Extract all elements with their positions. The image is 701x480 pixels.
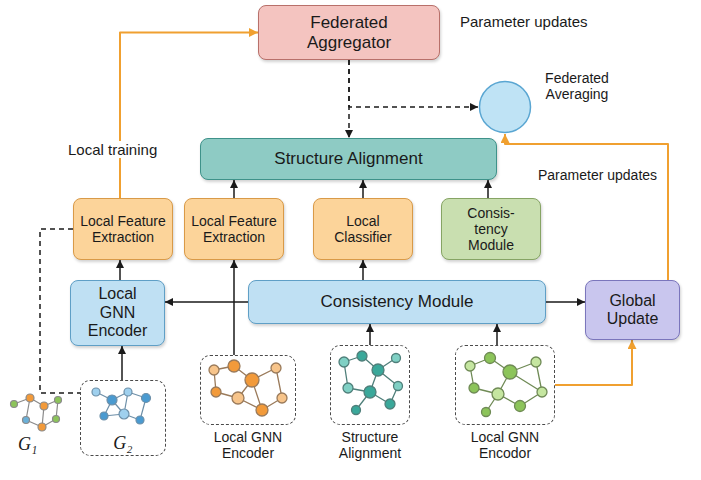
averaging-circle-shape [478,80,532,134]
graph-g1 [11,394,62,431]
graph-frame: Local GNN Encodor [450,345,560,461]
annotation-label: Local training [66,141,159,158]
node-text: Local Classifier [318,213,408,245]
node-text: Local Feature Extraction [78,213,168,245]
node-text: Global Update [598,292,667,329]
connector-arrow [233,260,235,355]
node-text: Federated Averaging [536,70,618,102]
graph-name: G₁ [18,434,37,455]
graph-orange [209,360,287,416]
node-text: Consis- tency Module [454,205,528,253]
connector-arrow [362,180,364,198]
update-box: Global Update [585,280,680,340]
node-text: Structure Alignment [274,149,422,169]
graph-frame: Structure Alignment [315,345,425,461]
consistency-band: Consistency Module [248,280,546,324]
graph-frame: Local GNN Encoder [190,355,306,461]
node-text: Federated Aggregator [299,13,399,52]
process-box: Local Classifier [313,198,413,260]
node-text: Local GNN Encodor [450,429,560,461]
connector-arrow [487,180,489,198]
connector-arrow [121,346,123,380]
circle-caption: Federated Averaging [536,70,618,102]
circle-outline [480,82,531,133]
frame-caption: Structure Alignment [315,429,425,461]
dashed-frame: G₂ [80,380,166,456]
process-box: Local Feature Extraction [184,198,284,260]
connector-arrow [233,180,235,198]
connector-arrow [119,260,121,280]
node-text: Local GNN Encoder [190,429,306,461]
connector-arrow [165,301,248,303]
graph-frame: G₂ [80,380,166,456]
process-box: Local Feature Extraction [73,198,173,260]
process-box: Consis- tency Module [441,198,541,260]
connector-arrow [546,301,585,303]
dashed-frame [455,345,555,425]
dashed-frame [330,345,410,425]
graph-teal [339,351,403,415]
graph-g2 [92,388,151,424]
annotation-label: Parameter updates [538,167,657,183]
node-text: Structure Alignment [315,429,425,461]
node-text: Local Feature Extraction [189,213,279,245]
node-text: G₂ [113,433,132,454]
connector-arrow [555,340,632,385]
alignment-band: Structure Alignment [200,138,497,180]
dashed-connector [349,60,478,107]
encoder-box: Local GNN Encoder [70,280,165,346]
frame-caption: Local GNN Encodor [450,429,560,461]
connector-arrow [369,324,371,345]
averaging-circle: Federated Averaging [478,70,618,134]
graph-green [465,353,547,417]
connector-arrow [362,260,364,280]
node-text: Local GNN Encoder [83,285,152,340]
dashed-frame [200,355,296,425]
annotation-label: Parameter updates [460,13,588,30]
aggregator-box: Federated Aggregator [258,5,440,60]
node-text: Consistency Module [320,292,473,312]
connector-arrow [496,324,498,345]
frame-caption: Local GNN Encoder [190,429,306,461]
